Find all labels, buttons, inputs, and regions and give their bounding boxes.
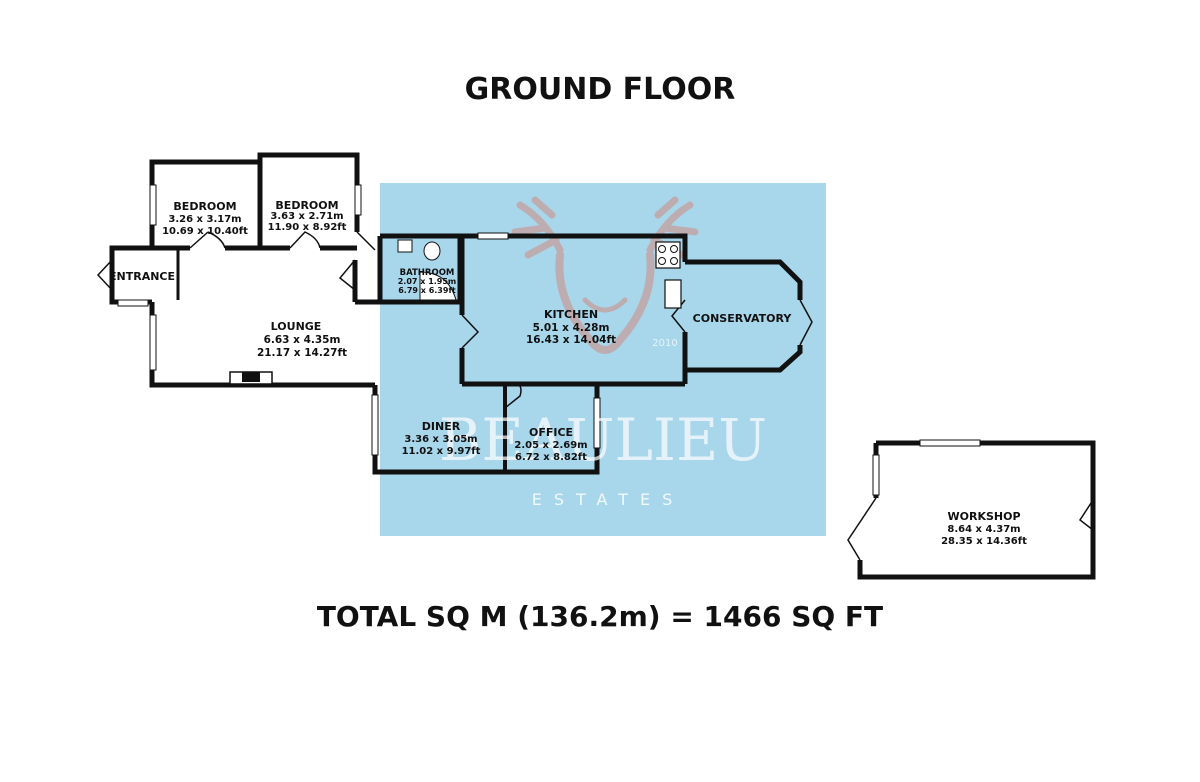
room-kitchen: KITCHEN 5.01 x 4.28m 16.43 x 14.04ft — [526, 308, 616, 346]
svg-text:28.35 x 14.36ft: 28.35 x 14.36ft — [941, 536, 1027, 547]
shower-icon — [419, 271, 457, 301]
svg-text:3.36 x 3.05m: 3.36 x 3.05m — [404, 434, 477, 445]
windows — [117, 184, 981, 496]
fireplace-hearth-icon — [242, 372, 260, 382]
svg-text:6.63 x 4.35m: 6.63 x 4.35m — [264, 334, 341, 346]
svg-text:11.90 x 8.92ft: 11.90 x 8.92ft — [268, 222, 347, 233]
svg-text:11.02 x 9.97ft: 11.02 x 9.97ft — [402, 446, 481, 457]
svg-text:6.72 x 8.82ft: 6.72 x 8.82ft — [515, 452, 587, 463]
svg-text:LOUNGE: LOUNGE — [271, 320, 322, 333]
fixtures — [229, 239, 682, 385]
watermark-sub: ESTATES — [532, 490, 685, 509]
svg-text:ENTRANCE: ENTRANCE — [109, 270, 175, 283]
room-bedroom-1: BEDROOM 3.26 x 3.17m 10.69 x 10.40ft — [162, 200, 248, 237]
svg-text:2.07 x 1.95m: 2.07 x 1.95m — [398, 277, 457, 286]
svg-text:10.69 x 10.40ft: 10.69 x 10.40ft — [162, 226, 248, 237]
svg-text:21.17 x 14.27ft: 21.17 x 14.27ft — [257, 347, 347, 359]
svg-text:CONSERVATORY: CONSERVATORY — [693, 312, 793, 325]
svg-text:8.64 x 4.37m: 8.64 x 4.37m — [947, 524, 1020, 535]
room-conservatory: CONSERVATORY — [693, 312, 793, 325]
svg-text:2.05 x 2.69m: 2.05 x 2.69m — [514, 440, 587, 451]
svg-text:BEDROOM: BEDROOM — [275, 199, 338, 212]
room-office: OFFICE 2.05 x 2.69m 6.72 x 8.82ft — [514, 426, 587, 463]
svg-text:6.79 x 6.39ft: 6.79 x 6.39ft — [398, 286, 456, 295]
total-area: TOTAL SQ M (136.2m) = 1466 SQ FT — [316, 600, 884, 633]
svg-text:WORKSHOP: WORKSHOP — [947, 510, 1020, 523]
room-diner: DINER 3.36 x 3.05m 11.02 x 9.97ft — [402, 420, 481, 457]
svg-text:OFFICE: OFFICE — [529, 426, 573, 439]
stag-head-icon — [511, 196, 699, 354]
room-bedroom-2: BEDROOM 3.63 x 2.71m 11.90 x 8.92ft — [268, 199, 347, 233]
svg-text:3.26 x 3.17m: 3.26 x 3.17m — [168, 214, 241, 225]
svg-text:3.63 x 2.71m: 3.63 x 2.71m — [270, 211, 343, 222]
basin-icon — [397, 239, 413, 253]
toilet-icon — [423, 241, 441, 261]
svg-text:DINER: DINER — [422, 420, 461, 433]
svg-text:BATHROOM: BATHROOM — [400, 268, 455, 278]
watermark-overlay — [380, 183, 826, 536]
svg-text:16.43 x 14.04ft: 16.43 x 14.04ft — [526, 334, 616, 346]
svg-text:5.01 x 4.28m: 5.01 x 4.28m — [533, 322, 610, 334]
room-workshop: WORKSHOP 8.64 x 4.37m 28.35 x 14.36ft — [941, 510, 1027, 547]
room-lounge: LOUNGE 6.63 x 4.35m 21.17 x 14.27ft — [257, 320, 347, 359]
watermark-name: BEAULIEU — [439, 406, 767, 474]
svg-text:BEDROOM: BEDROOM — [173, 200, 236, 213]
sink-icon — [664, 279, 682, 309]
svg-text:KITCHEN: KITCHEN — [544, 308, 598, 321]
room-bathroom: BATHROOM 2.07 x 1.95m 6.79 x 6.39ft — [398, 268, 457, 295]
page-title: GROUND FLOOR — [464, 72, 736, 107]
room-entrance: ENTRANCE — [109, 270, 175, 283]
watermark-year: 2010 — [652, 338, 677, 349]
